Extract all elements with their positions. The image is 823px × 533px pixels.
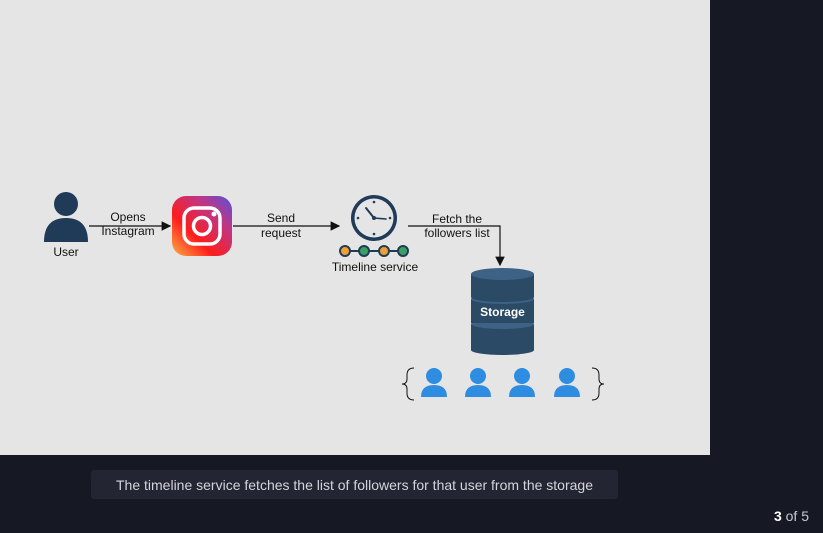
- instagram-icon: [172, 196, 232, 256]
- storage-icon: [471, 268, 534, 355]
- arrow1-label-line1: Opens: [110, 210, 145, 224]
- slide-pager: 3 of 5: [774, 508, 809, 524]
- pager-current: 3: [773, 508, 782, 524]
- storage-label: Storage: [480, 305, 525, 319]
- follower-icon: [465, 368, 491, 397]
- left-brace: [401, 367, 415, 401]
- arrow-fetch-followers: [408, 225, 505, 267]
- arrow2-label-line2: request: [261, 226, 302, 240]
- arrow3-label-line1: Fetch the: [432, 212, 482, 226]
- right-brace: [591, 367, 605, 401]
- follower-icon: [421, 368, 447, 397]
- timeline-service-label: Timeline service: [332, 260, 419, 274]
- arrow2-label-line1: Send: [267, 211, 295, 225]
- slide-caption: The timeline service fetches the list of…: [91, 470, 618, 499]
- service-nodes-icon: [339, 245, 409, 257]
- user-label: User: [53, 245, 78, 259]
- user-icon: [44, 192, 88, 242]
- pager-total: of 5: [785, 508, 809, 524]
- follower-icon: [509, 368, 535, 397]
- diagram-canvas: User Opens Instagram Send request: [0, 0, 710, 455]
- diagram: User Opens Instagram Send request: [44, 192, 605, 401]
- arrow3-label-line2: followers list: [424, 226, 490, 240]
- follower-icon: [554, 368, 580, 397]
- clock-icon: [351, 195, 397, 241]
- arrow1-label-line2: Instagram: [101, 224, 154, 238]
